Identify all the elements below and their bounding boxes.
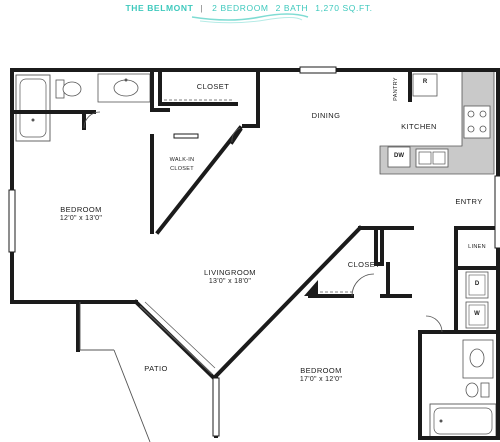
plan-name: THE BELMONT	[125, 3, 194, 13]
toilet-icon	[465, 382, 490, 398]
header-divider: |	[200, 3, 204, 13]
linen-label: LINEN	[468, 244, 486, 250]
bathroom-count: 2 BATH	[275, 3, 309, 13]
window	[212, 377, 220, 437]
bedroom-right-dimensions: 17'0" x 12'0"	[299, 376, 343, 383]
bedroom-left-dimensions: 12'0" x 13'0"	[59, 215, 103, 222]
patio-sliding-door	[139, 301, 216, 375]
kitchen-sink-icon	[415, 148, 449, 168]
dishwasher-label: DW	[394, 153, 404, 159]
stove-icon	[463, 105, 491, 139]
door-swing	[231, 127, 241, 143]
kitchen-label: KITCHEN	[401, 122, 437, 131]
walls	[10, 68, 500, 440]
bedroom-count: 2 BEDROOM	[212, 3, 269, 13]
dining-label: DINING	[311, 111, 341, 120]
windows	[8, 66, 500, 437]
plan-header: THE BELMONT | 2 BEDROOM 2 BATH 1,270 SQ.…	[0, 0, 500, 18]
bathroom-sink-icon	[97, 73, 151, 103]
pantry-label: PANTRY	[393, 77, 399, 101]
washer-icon	[465, 301, 489, 329]
bathroom-sink-icon	[462, 339, 494, 379]
header-swoosh	[191, 13, 309, 24]
window	[8, 189, 16, 253]
bedroom-right-name: BEDROOM	[300, 366, 342, 375]
washer-label: W	[474, 311, 480, 317]
walkin-closet-label-line2: CLOSET	[170, 166, 194, 172]
dryer-label: D	[474, 281, 480, 287]
square-footage: 1,270 SQ.FT.	[315, 3, 373, 13]
bathtub-icon	[429, 403, 497, 439]
bedroom-left-name: BEDROOM	[60, 205, 102, 214]
toilet-icon	[55, 79, 82, 99]
dryer-icon	[465, 271, 489, 299]
patio-outline	[79, 302, 151, 442]
bathtub-icon	[15, 74, 51, 142]
window	[173, 133, 199, 139]
bedroom-right-label: BEDROOM 17'0" x 12'0"	[286, 366, 356, 383]
bedroom-left-label: BEDROOM 12'0" x 13'0"	[46, 205, 116, 222]
walkin-closet-label-line1: WALK-IN	[169, 157, 195, 163]
livingroom-label: LIVINGROOM 13'0" x 18'0"	[188, 268, 272, 285]
closet-right-label: CLOSET	[347, 260, 381, 269]
entry-label: ENTRY	[455, 197, 483, 206]
refrigerator-icon	[412, 73, 438, 97]
door-swing	[351, 273, 375, 297]
door-swing	[425, 315, 443, 333]
door-swings	[83, 111, 443, 333]
refrigerator-label: R	[422, 79, 428, 85]
dishwasher-icon	[387, 146, 411, 168]
patio-label: PATIO	[144, 364, 168, 373]
window	[299, 66, 337, 74]
livingroom-dimensions: 13'0" x 18'0"	[208, 278, 252, 285]
window	[494, 175, 500, 249]
closet-top-label: CLOSET	[196, 82, 230, 91]
door-swing	[83, 111, 101, 129]
wall-corner	[304, 280, 318, 296]
livingroom-name: LIVINGROOM	[204, 268, 256, 277]
